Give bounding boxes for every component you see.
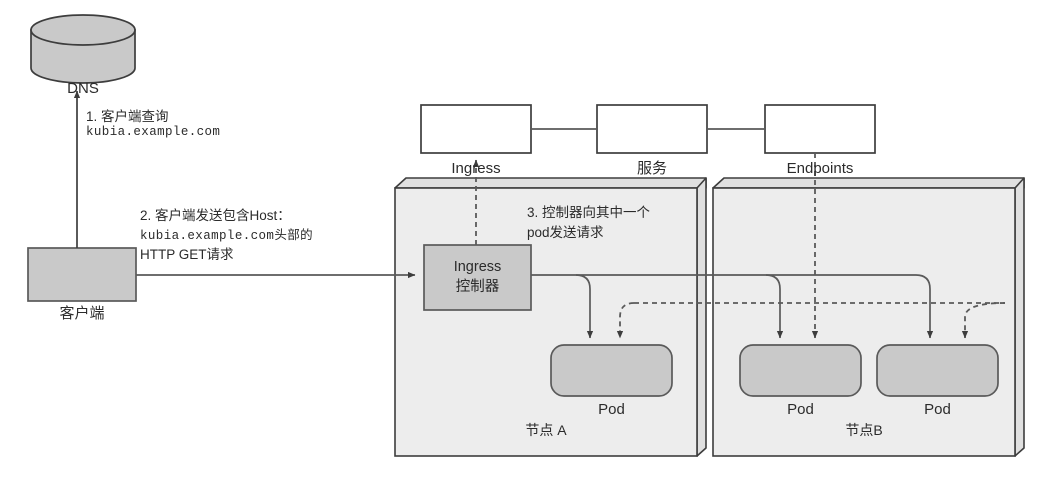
annotation-step2-line1: 2. 客户端发送包含Host： <box>140 208 291 223</box>
ingress-label: Ingress <box>451 159 501 177</box>
dns-cylinder-shape <box>30 14 136 84</box>
pod-b2-shape <box>876 344 999 397</box>
controller-request-bus <box>531 274 934 339</box>
pod-b1-label: Pod <box>787 401 814 419</box>
node-a-container <box>394 177 707 457</box>
pod-a1-shape <box>550 344 673 397</box>
annotation-step1: 1. 客户端查询 kubia.example.com <box>86 105 220 139</box>
ingress-box-shape <box>420 104 532 154</box>
pod-b1-shape <box>739 344 862 397</box>
dns-label: DNS <box>67 79 99 97</box>
ingress-controller-box-shape <box>423 244 532 311</box>
annotation-step2: 2. 客户端发送包含Host： kubia.example.com头部的 HTT… <box>140 204 313 263</box>
node-b-name-label: 节点B <box>845 422 883 438</box>
annotation-step3-line1: 3. 控制器向其中一个 <box>527 205 651 220</box>
service-box-shape <box>596 104 708 154</box>
ingress-controller-label-line1: Ingress <box>453 259 502 276</box>
ingress-controller-label: Ingress 控制器 <box>424 245 531 310</box>
node-a-name-label: 节点 A <box>525 422 567 438</box>
annotation-step2-line3: HTTP GET请求 <box>140 247 234 262</box>
client-label: 客户端 <box>59 305 105 323</box>
endpoints-label: Endpoints <box>786 159 854 177</box>
endpoints-dashed-bus <box>616 153 1006 339</box>
service-label: 服务 <box>636 159 667 177</box>
annotation-step2-line2: kubia.example.com头部的 <box>140 229 314 243</box>
annotation-step1-line1: 1. 客户端查询 <box>86 109 169 124</box>
annotation-step3: 3. 控制器向其中一个 pod发送请求 <box>527 201 650 241</box>
annotation-step3-line2: pod发送请求 <box>527 225 604 240</box>
node-b-container <box>712 177 1025 457</box>
pod-b2-label: Pod <box>924 401 951 419</box>
annotation-step1-line2: kubia.example.com <box>86 125 221 139</box>
client-box-shape <box>27 247 137 302</box>
ingress-controller-label-line2: 控制器 <box>455 278 500 295</box>
pod-a1-label: Pod <box>598 401 625 419</box>
